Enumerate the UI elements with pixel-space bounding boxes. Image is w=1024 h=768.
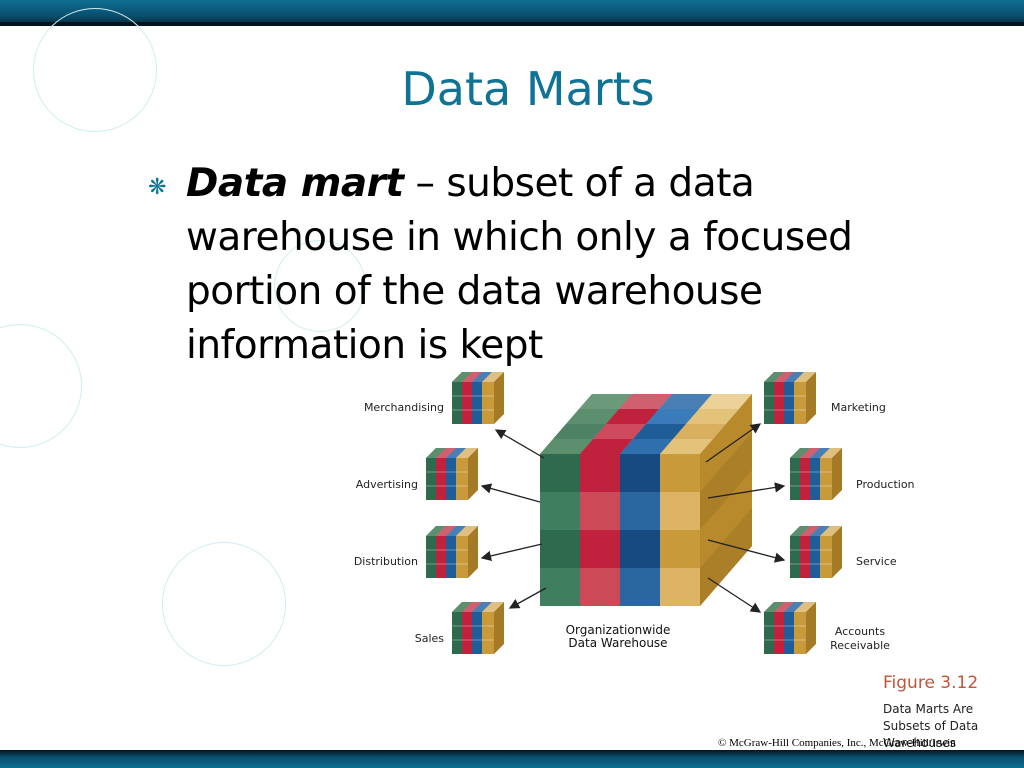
mart-label-merchandising: Merchandising [364,401,444,414]
warehouse-cube [540,394,752,606]
decorative-circle [33,8,157,132]
arrows [480,423,786,613]
slide-title: Data Marts [401,62,655,116]
figure-caption: Data Marts Are Subsets of Data Warehouse… [883,702,979,750]
warehouse-label-line1: Organizationwide [566,623,671,637]
decorative-circle [0,324,82,448]
warehouse-label-line2: Data Warehouse [568,636,667,650]
mart-label-production: Production [856,478,915,491]
mart-label-distribution: Distribution [354,555,418,568]
asterisk-bullet-icon: ❋ [148,174,167,199]
mart-label-service: Service [856,555,897,568]
decorative-circle [162,542,286,666]
top-band [0,0,1024,26]
data-mart-figure: Merchandising Advertising Distribution S… [354,371,915,655]
decorative-circle [274,240,366,332]
figure-number: Figure 3.12 [883,673,979,693]
bullet-term: Data mart [186,161,404,206]
mart-label-sales: Sales [415,632,445,645]
mart-label-accounts: Accounts [835,625,885,638]
bullet-definition: Data mart – subset of a data warehouse i… [186,157,926,373]
mart-label-advertising: Advertising [356,478,418,491]
bullet-description: – subset of a data warehouse in which on… [186,161,853,368]
bottom-band [0,750,1024,768]
mart-label-receivable: Receivable [830,639,890,652]
mart-label-marketing: Marketing [831,401,886,414]
copyright-notice: © McGraw-Hill Companies, Inc., McGraw-Hi… [718,737,956,749]
